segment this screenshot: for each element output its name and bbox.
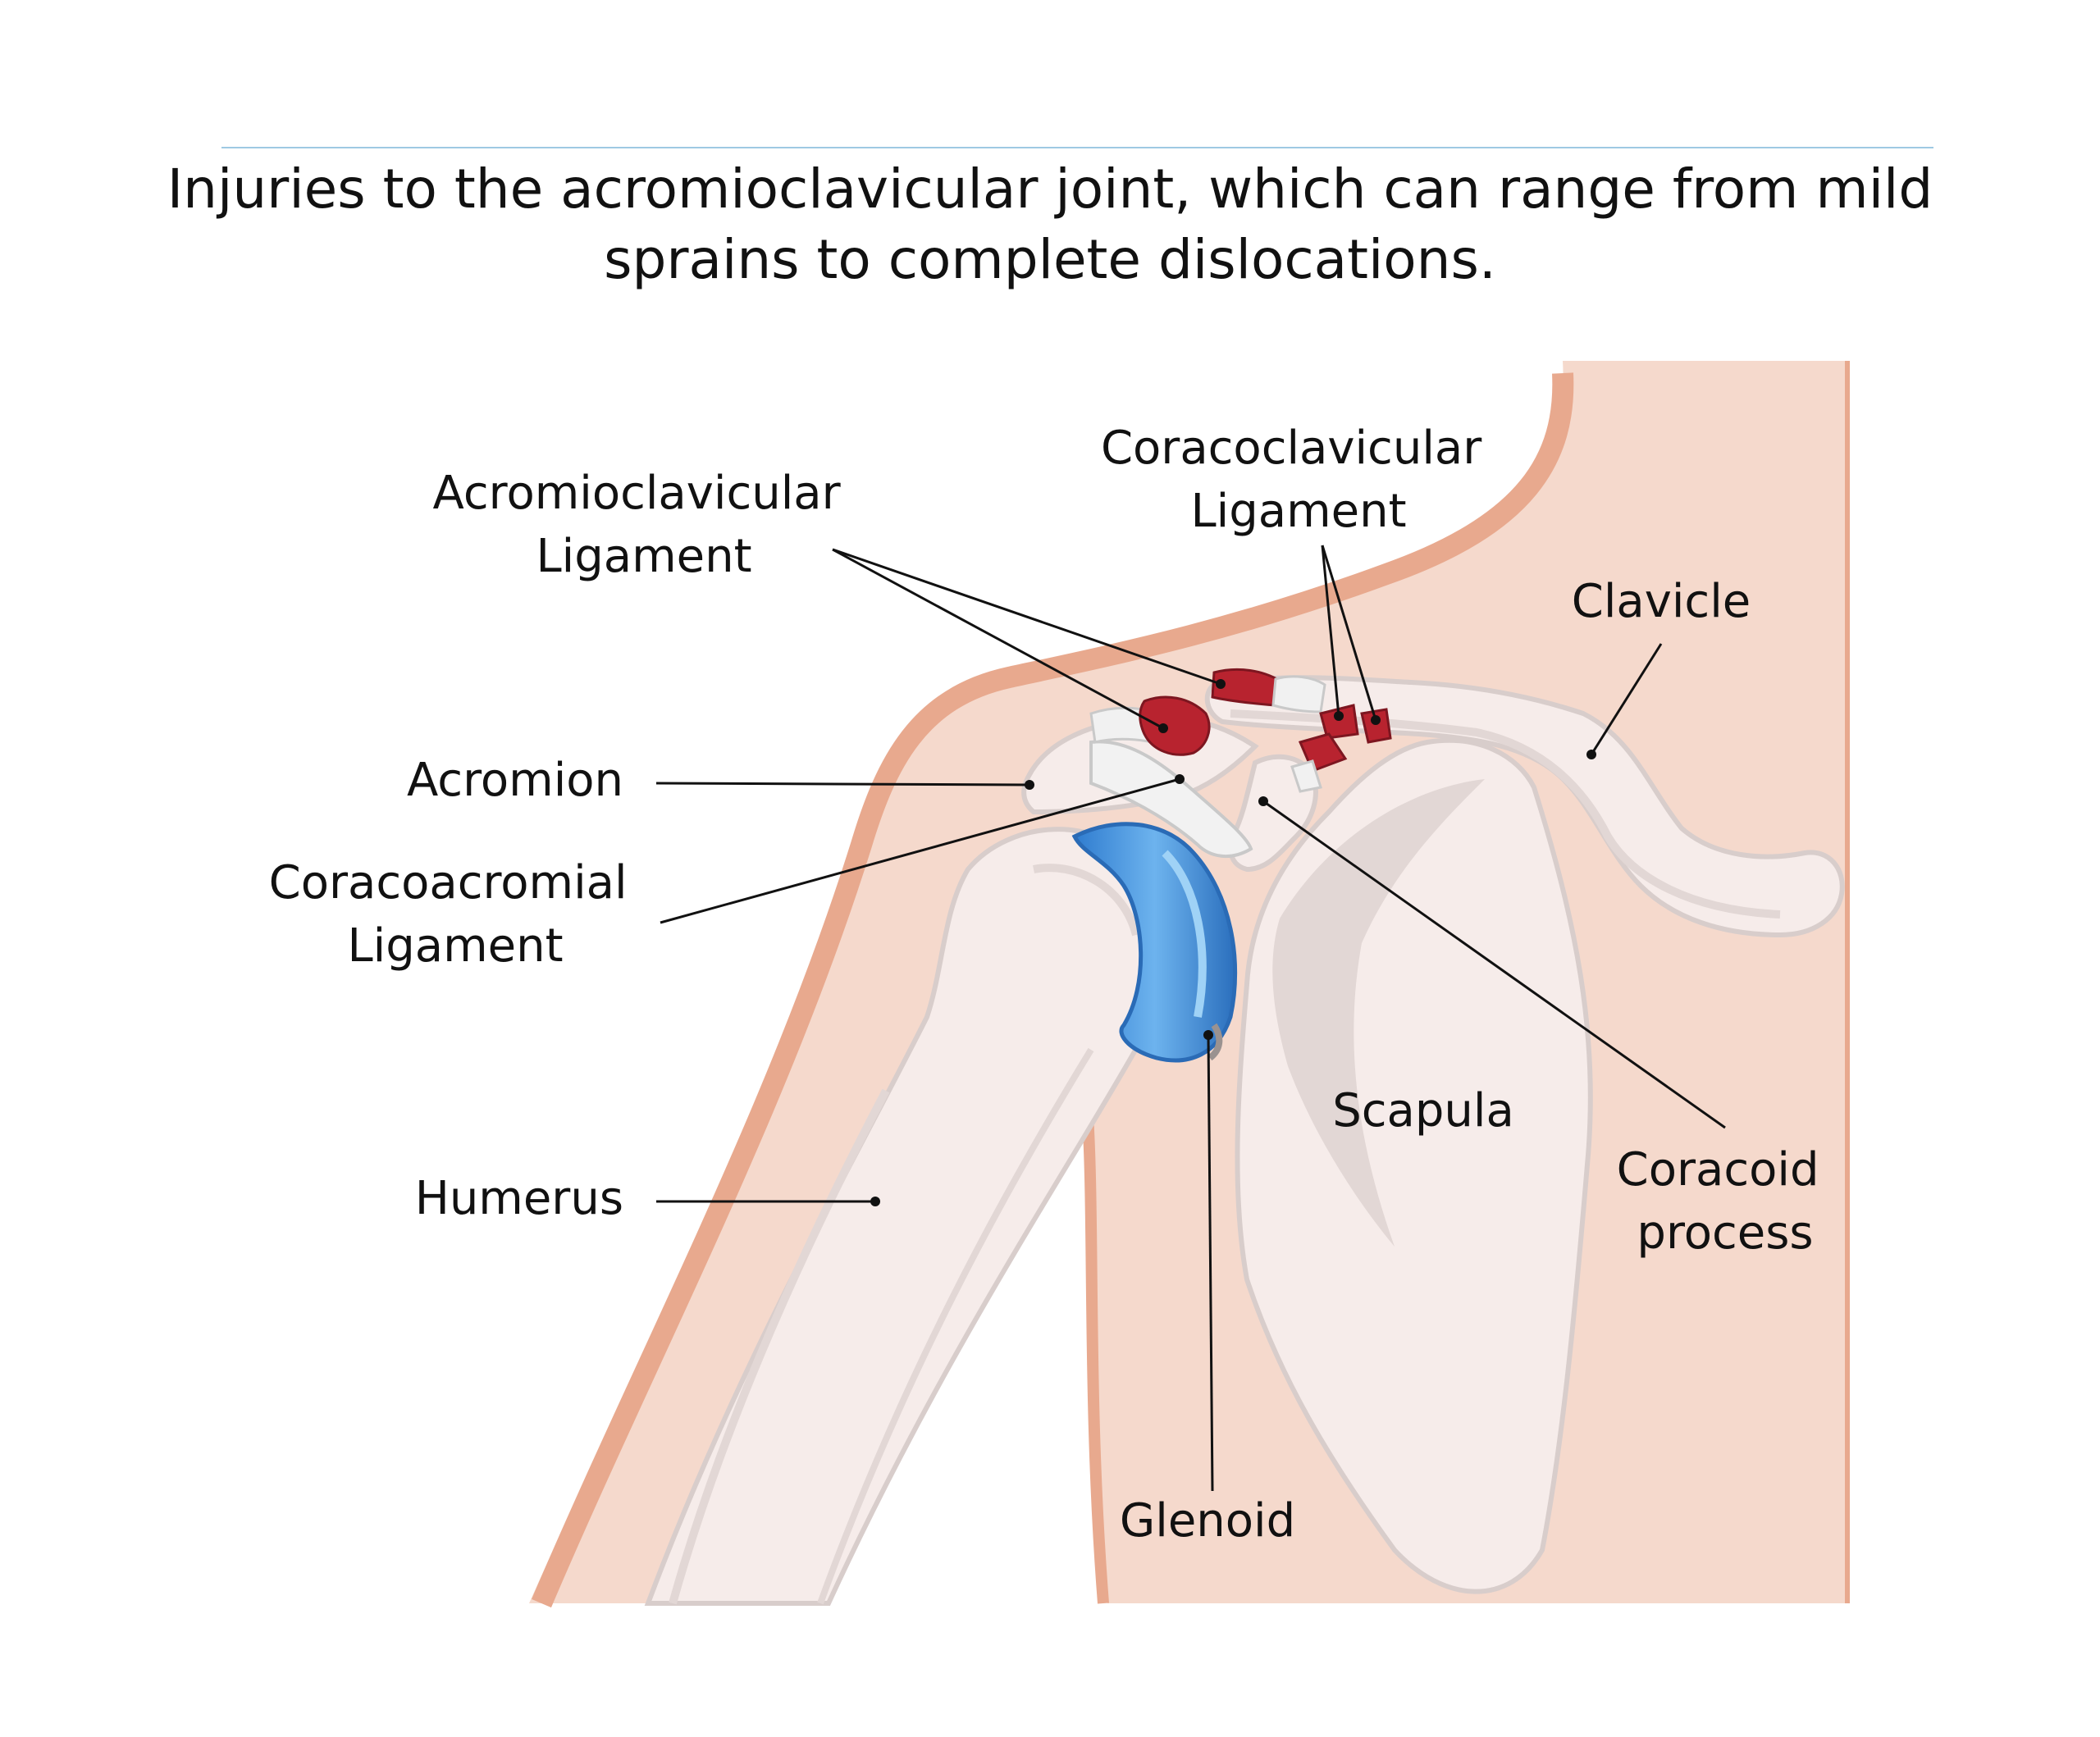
leader-acromion <box>655 782 1030 786</box>
capsule-body <box>1071 822 1238 1063</box>
label-coracoclavicular-ligament: Coracoclavicular Ligament <box>1101 422 1496 538</box>
cc-ligament-white-c <box>1290 759 1322 793</box>
leader-cc-ligament-dot-b <box>1371 715 1381 725</box>
skin-edge-shoulder <box>532 372 1574 1608</box>
label-acromioclavicular-ligament: Acromioclavicular Ligament <box>433 467 856 583</box>
label-acromioclavicular-ligament-line2: Ligament <box>536 530 751 583</box>
leader-glenoid-dot <box>1203 1030 1213 1040</box>
clavicle-shaft <box>1204 675 1845 938</box>
title-line-1: Injuries to the acromioclavicular joint,… <box>167 157 1933 221</box>
label-coracoacromial-ligament: Coracoacromial Ligament <box>269 856 642 973</box>
label-coracoid-process: Coracoid process <box>1617 1143 1834 1260</box>
label-coracoclavicular-ligament-line2: Ligament <box>1190 485 1406 538</box>
label-acromion: Acromion <box>407 754 623 807</box>
label-coracoid-process-line2: process <box>1637 1206 1813 1260</box>
cc-ligament-red-a <box>1319 704 1359 740</box>
leader-cc-ligament-b <box>1321 545 1377 721</box>
label-coracoclavicular-ligament-line1: Coracoclavicular <box>1101 422 1482 475</box>
humerus-shadow <box>669 1088 890 1605</box>
leader-clavicle <box>1590 643 1663 755</box>
label-scapula: Scapula <box>1332 1084 1514 1137</box>
ligaments <box>1089 668 1392 859</box>
label-humerus: Humerus <box>415 1172 623 1225</box>
leader-clavicle-dot <box>1586 750 1596 759</box>
leader-ac-ligament-a <box>832 548 1221 686</box>
label-coracoacromial-ligament-line1: Coracoacromial <box>269 856 628 910</box>
glenoid-rim <box>1208 1023 1223 1061</box>
ac-ligament-red-left <box>1139 695 1211 756</box>
leader-ac-ligament-b <box>832 548 1164 730</box>
acromioclavicular-ligament-torn <box>1089 668 1326 756</box>
leader-acromion-dot <box>1025 780 1034 790</box>
coracoacromial-ligament <box>1089 740 1253 859</box>
capsule-highlight <box>1162 850 1207 1018</box>
humerus-head-shadow <box>1033 864 1140 937</box>
page-title: Injuries to the acromioclavicular joint,… <box>164 154 1936 295</box>
diagram-labels: Acromioclavicular Ligament Coracoclavicu… <box>269 422 1834 1548</box>
leader-lines <box>655 545 1726 1492</box>
title-line-2: sprains to complete dislocations. <box>604 228 1496 291</box>
label-clavicle: Clavicle <box>1572 575 1751 628</box>
label-acromioclavicular-ligament-line1: Acromioclavicular <box>433 467 842 520</box>
scapula-spine-shadow <box>1272 779 1485 1247</box>
leader-cc-ligament-dot-a <box>1334 711 1344 721</box>
label-coracoacromial-ligament-line2: Ligament <box>347 919 563 973</box>
cc-ligament-red-b <box>1360 708 1392 744</box>
leader-coracoacromial-dot <box>1175 774 1185 784</box>
leader-coracoid <box>1262 800 1726 1129</box>
humerus-bone <box>644 827 1165 1606</box>
leader-ac-ligament-dot-a <box>1216 679 1226 689</box>
leader-glenoid <box>1207 1034 1214 1492</box>
leader-ac-ligament-dot-b <box>1158 723 1168 733</box>
humerus-inner-line <box>817 1047 1094 1605</box>
ac-ligament-white-right <box>1271 675 1326 713</box>
leader-coracoacromial <box>660 777 1180 924</box>
leader-cc-ligament-a <box>1321 545 1340 717</box>
glenoid-capsule <box>1071 822 1238 1063</box>
skin-edge-armpit <box>1081 1102 1109 1604</box>
leader-coracoid-dot <box>1258 796 1268 806</box>
scapula-bone <box>1235 737 1593 1594</box>
title-divider <box>221 147 1933 148</box>
label-coracoid-process-line1: Coracoid <box>1617 1143 1819 1197</box>
label-glenoid: Glenoid <box>1120 1494 1295 1548</box>
coracoclavicular-ligament-torn <box>1290 704 1392 793</box>
leader-humerus-dot <box>870 1197 880 1206</box>
